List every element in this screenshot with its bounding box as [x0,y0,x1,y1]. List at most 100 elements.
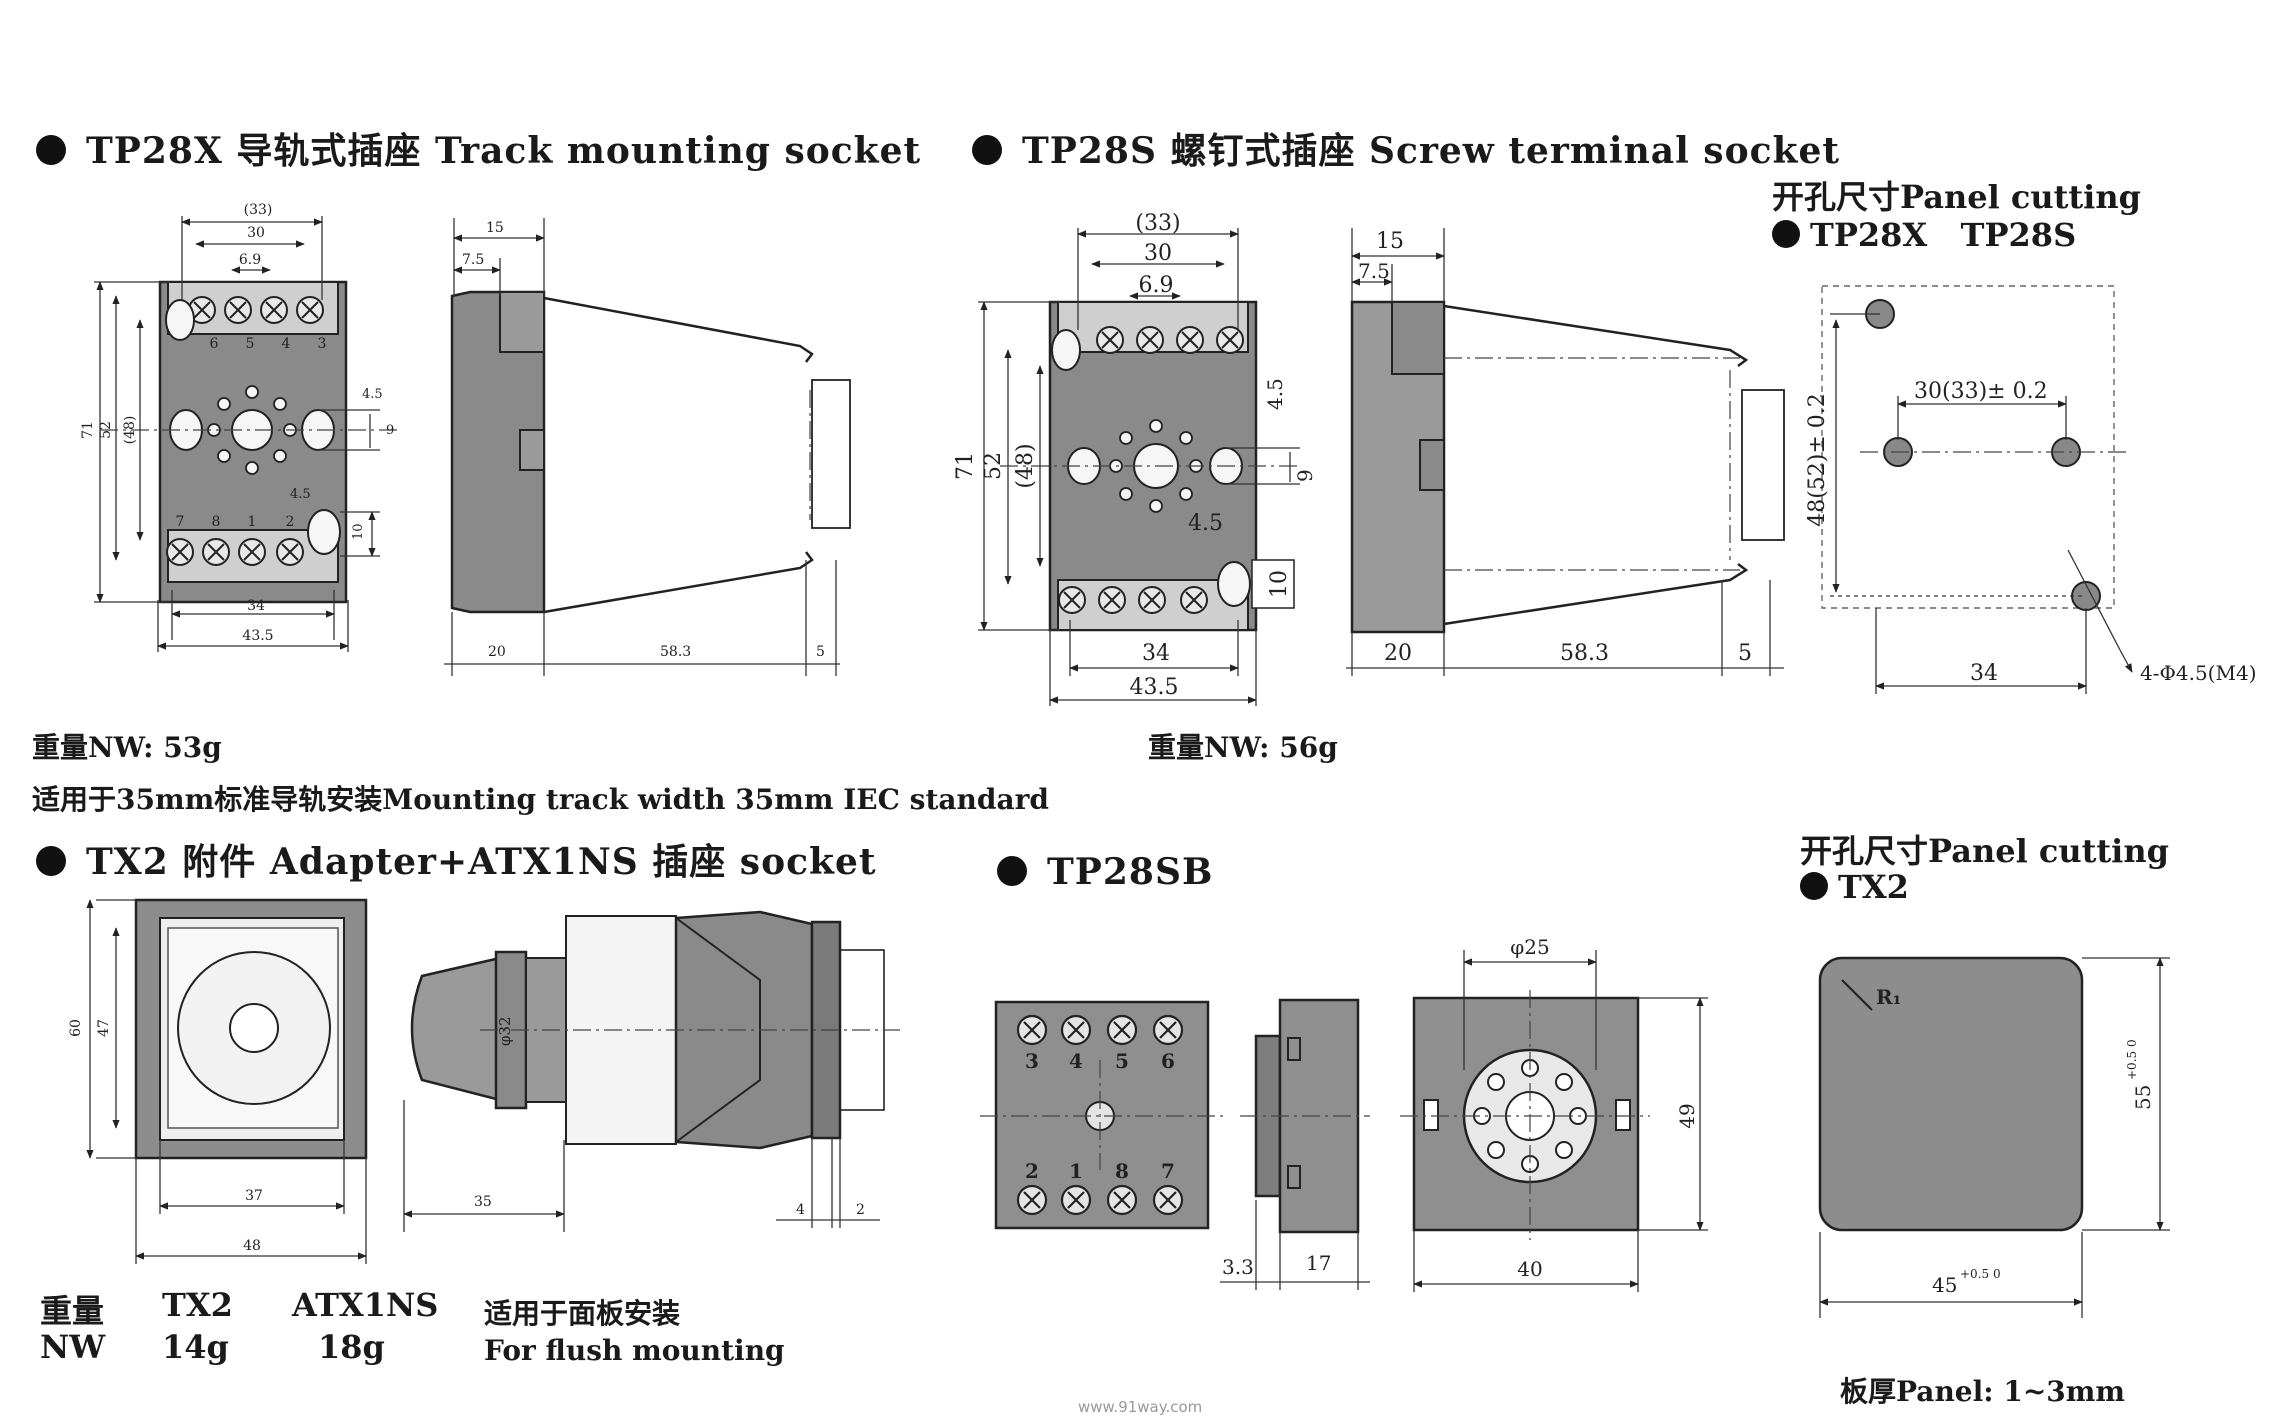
tp28sb-side-view: 3.3 17 [1220,998,1370,1290]
tx2-nw-value2: 18g [318,1328,385,1366]
dim-label: 40 [1517,1257,1542,1281]
dim-label: 4.5 [362,387,383,402]
terminal-label: 5 [246,336,255,352]
flush-mount-en: For flush mounting [484,1334,785,1367]
panel-cut-tx2-drawing: R₁ 55 +0.5 0 45 +0.5 0 [1818,956,2170,1318]
dim-label: 4.5 [290,487,311,502]
dim-label: 71 [953,452,978,480]
dim-label: +0.5 0 [1960,1267,2001,1281]
tx2-weight-col2: ATX1NS [292,1286,439,1324]
header-tp28x-text: TP28X 导轨式插座 Track mounting socket [86,130,922,172]
panel-cut-model-bottom: TX2 [1800,868,1909,906]
tx2-side-view: φ32 35 4 2 [403,910,900,1232]
flush-mount-cn: 适用于面板安装 [484,1297,681,1330]
weight-tp28s: 重量NW: 56g [1148,731,1338,764]
terminal-label: 4 [282,336,291,352]
terminal-label: 6 [210,336,219,352]
dim-label: 30 [1144,241,1172,266]
dim-label: (48) [122,416,138,445]
panel-cut-top-drawing: 30(33)± 0.2 48(52)± 0.2 34 4-Φ4.5(M4) [1805,285,2257,694]
dim-label: 15 [1376,229,1404,254]
bullet-icon [972,135,1002,165]
dim-label: 48(52)± 0.2 [1805,393,1830,527]
dim-label: 4.5 [1263,378,1287,410]
dim-label: 30 [247,225,265,241]
terminal-label: 7 [176,514,185,530]
tp28sb-front-view: 3 4 5 6 2 1 8 7 [980,1000,1224,1230]
dim-label: 4.5 [1188,511,1223,536]
dim-label: 5 [1738,641,1752,666]
dim-label: 34 [1970,661,1998,686]
dim-label: 58.3 [660,644,691,660]
dim-label: 60 [68,1019,84,1037]
header-tp28sb: TP28SB [997,851,1213,893]
dim-label: 17 [1306,1251,1331,1275]
bullet-icon [1772,220,1800,248]
tx2-weight-label: 重量 [40,1292,105,1330]
dim-label: 9 [386,423,394,438]
tx2-front-view: 60 47 37 48 [68,898,368,1264]
dim-label: 43.5 [1130,675,1179,700]
tp28x-side-view: 15 7.5 20 58.3 5 [444,218,851,676]
bullet-icon [1800,872,1828,900]
dim-label: (33) [1135,211,1180,236]
panel-cut-models-top: TP28X TP28S [1772,216,2076,254]
panel-cut-model-text: TX2 [1838,868,1909,906]
panel-thickness: 板厚Panel: 1~3mm [1840,1375,2126,1408]
dim-label: 7.5 [462,252,484,268]
dim-label: (33) [244,202,273,218]
dim-label: φ25 [1510,935,1549,959]
terminal-label: 1 [1069,1159,1083,1183]
dim-label: 52 [98,421,114,439]
dim-label: 58.3 [1560,641,1609,666]
tx2-weight-col1: TX2 [162,1286,233,1324]
dim-label: 9 [1293,469,1317,482]
bullet-icon [997,856,1027,886]
tp28s-side-view: 15 7.5 20 58.3 5 [1346,228,1785,676]
terminal-label: 3 [318,336,327,352]
panel-cut-title-top: 开孔尺寸Panel cutting [1772,178,2141,216]
terminal-label: 2 [1025,1159,1039,1183]
tp28sb-top-view: φ25 49 40 [1400,935,1708,1292]
terminal-label: 6 [1161,1049,1175,1073]
panel-cut-title-bottom: 开孔尺寸Panel cutting [1800,832,2169,870]
header-tp28sb-text: TP28SB [1047,851,1214,893]
dim-label: 20 [1384,641,1412,666]
terminal-label: 8 [212,514,221,530]
terminal-label: 8 [1115,1159,1129,1183]
dim-label: 6.9 [239,252,261,268]
terminal-label: 1 [248,514,257,530]
header-tp28s-text: TP28S 螺钉式插座 Screw terminal socket [1022,130,1840,172]
dim-label: 34 [247,598,265,614]
dim-label: 43.5 [242,628,273,644]
tx2-nw-label: NW [40,1328,106,1366]
terminal-label: 4 [1069,1049,1083,1073]
track-note: 适用于35mm标准导轨安装Mounting track width 35mm I… [32,783,1049,816]
dim-label: 37 [245,1188,263,1204]
dim-label: 7.5 [1358,259,1390,283]
dim-label: 4 [796,1202,805,1218]
dim-label: 52 [981,452,1006,480]
dim-label: (48) [1013,443,1038,488]
dim-label: 49 [1675,1103,1699,1128]
weight-tp28x: 重量NW: 53g [32,731,222,764]
dim-label: 10 [1267,570,1292,598]
terminal-label: 3 [1025,1049,1039,1073]
header-tp28x: TP28X 导轨式插座 Track mounting socket [36,122,921,174]
dim-label: 35 [474,1194,492,1210]
dim-label: 55 [2131,1085,2155,1110]
dim-label: 47 [96,1019,112,1037]
terminal-label: 5 [1115,1049,1129,1073]
terminal-label: 2 [286,514,295,530]
dim-label: 71 [80,421,96,439]
dim-label: 10 [351,523,366,540]
dim-label: 6.9 [1139,273,1174,298]
bullet-icon [36,135,66,165]
tp28x-front-view: 6 5 4 3 7 8 1 2 (33) 30 6.9 71 52 (48) 4… [80,202,400,652]
dim-label: 45 [1932,1273,1957,1297]
dim-label: φ32 [496,1016,514,1046]
dim-label: 3.3 [1222,1255,1254,1279]
header-tx2: TX2 附件 Adapter+ATX1NS 插座 socket [36,833,876,885]
dim-label: 5 [816,644,825,660]
